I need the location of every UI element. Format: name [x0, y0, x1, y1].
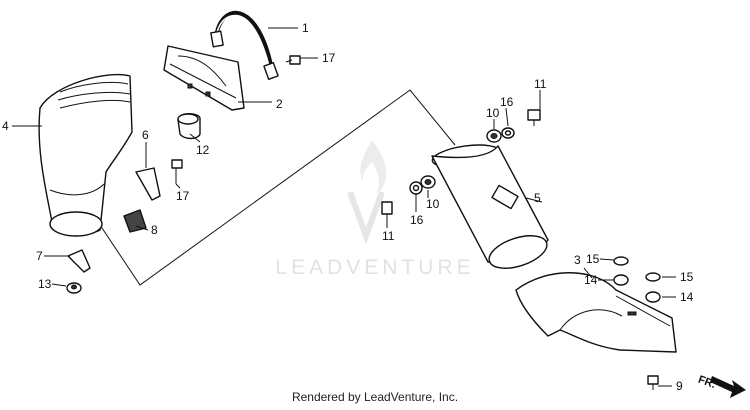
callout-label: 15: [586, 252, 600, 266]
part-11-bolt-lower: [381, 201, 393, 222]
part-9-bolt: [647, 375, 659, 390]
callout-label: 8: [151, 223, 158, 237]
part-2-bracket: [163, 45, 245, 111]
part-16-washer-lower: [409, 181, 423, 195]
part-10-washer-upper: [486, 129, 502, 143]
part-17-bolt-upper: [285, 55, 301, 65]
callout-label: 14: [584, 273, 598, 287]
part-1-band: [210, 10, 279, 80]
callout-label: 7: [36, 249, 43, 263]
part-12-grommet: [177, 113, 201, 140]
leader-lines: [12, 27, 676, 387]
watermark-flame-icon: [360, 140, 387, 194]
part-16-washer-upper: [501, 127, 515, 139]
callout-label: 2: [276, 97, 283, 111]
footer-credit: Rendered by LeadVenture, Inc.: [291, 390, 459, 404]
leader-line: [51, 283, 67, 287]
part-5-intake-tube: [431, 144, 549, 269]
leader-line: [135, 225, 149, 231]
callout-label: 14: [680, 290, 694, 304]
callout-label: 1: [302, 21, 309, 35]
callout-label: 11: [534, 77, 547, 91]
callout-label: 16: [410, 213, 424, 227]
part-17-bolt-lower: [171, 159, 183, 184]
callout-label: 10: [426, 197, 440, 211]
callout-label: 4: [2, 119, 9, 133]
callout-label: 6: [142, 128, 149, 142]
leader-line: [505, 107, 509, 127]
watermark: LEADVENTURE: [275, 140, 474, 279]
part-14-nut-left: [613, 274, 629, 286]
part-14-nut-right: [645, 291, 661, 303]
callout-label: 3: [574, 253, 581, 267]
callout-label: 13: [38, 277, 52, 291]
callout-label: 17: [176, 189, 190, 203]
callout-label: 10: [486, 106, 500, 120]
part-7-clip: [67, 249, 91, 273]
part-13-nut: [66, 282, 82, 294]
direction-label: FR.: [696, 374, 717, 391]
part-8-pad: [123, 209, 147, 233]
reference-line: [99, 89, 456, 286]
callout-label: 17: [322, 51, 336, 65]
part-6-clip: [135, 167, 161, 201]
leader-line: [525, 197, 543, 203]
front-direction-arrow: FR.: [696, 374, 746, 398]
part-4-elbow: [38, 73, 133, 237]
callout-label: 15: [680, 270, 694, 284]
part-3-lower-duct: [515, 272, 677, 353]
leader-line: [189, 133, 201, 143]
arrow-icon: [710, 376, 746, 398]
leader-line: [599, 258, 615, 261]
callout-label: 5: [534, 191, 541, 205]
callout-label: 11: [382, 229, 395, 243]
part-10-washer-lower: [420, 175, 436, 189]
part-11-bolt-upper: [527, 109, 541, 126]
leader-line: [583, 267, 593, 279]
leader-line: [175, 183, 181, 189]
callout-label: 9: [676, 379, 683, 393]
part-15-grommet-left: [613, 256, 629, 266]
callout-label: 12: [196, 143, 210, 157]
watermark-v-icon: [347, 190, 385, 245]
watermark-text: LEADVENTURE: [275, 256, 474, 279]
part-15-grommet-right: [645, 272, 661, 282]
callout-label: 16: [500, 95, 514, 109]
